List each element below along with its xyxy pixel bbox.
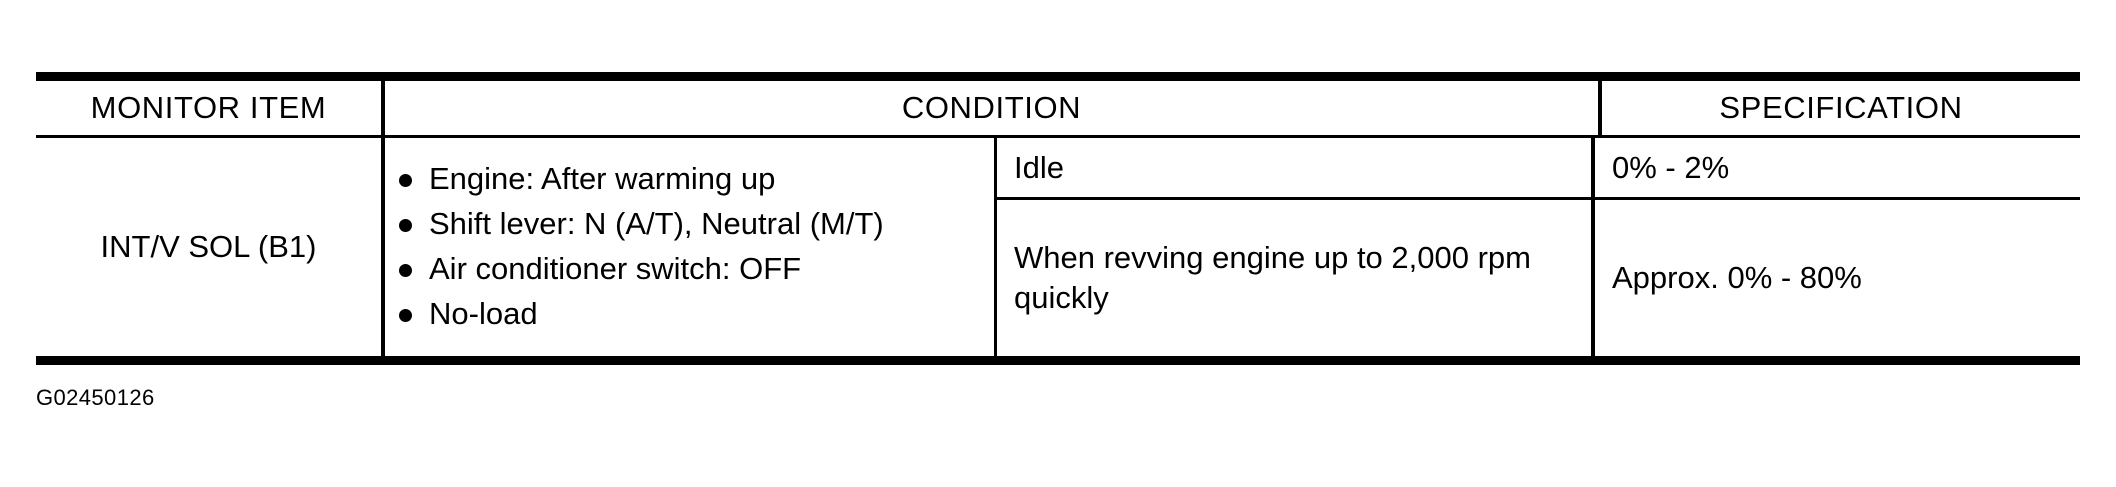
bullet-icon bbox=[399, 219, 412, 232]
column-header-condition: CONDITION bbox=[385, 81, 1602, 135]
figure-caption: G02450126 bbox=[36, 385, 155, 410]
bullet-icon bbox=[399, 309, 412, 322]
condition-text: No-load bbox=[429, 296, 538, 331]
list-item: Air conditioner switch: OFF bbox=[399, 246, 994, 291]
table-row: INT/V SOL (B1) Engine: After warming up … bbox=[36, 138, 2080, 356]
table-header-row: MONITOR ITEM CONDITION SPECIFICATION bbox=[36, 81, 2080, 138]
cell-condition-prerequisites: Engine: After warming up Shift lever: N … bbox=[385, 138, 997, 356]
condition-bullet-list: Engine: After warming up Shift lever: N … bbox=[399, 156, 994, 336]
cell-measurement-condition: Idle bbox=[997, 138, 1595, 197]
condition-text: Shift lever: N (A/T), Neutral (M/T) bbox=[429, 206, 884, 241]
measurement-row-revving: When revving engine up to 2,000 rpm quic… bbox=[997, 200, 2080, 356]
cell-specification: Approx. 0% - 80% bbox=[1612, 260, 1862, 295]
monitor-item-specification-table: MONITOR ITEM CONDITION SPECIFICATION INT… bbox=[36, 72, 2080, 365]
measurement-stack: Idle 0% - 2% When revving engine up to 2… bbox=[997, 138, 2080, 356]
list-item: Engine: After warming up bbox=[399, 156, 994, 201]
list-item: Shift lever: N (A/T), Neutral (M/T) bbox=[399, 201, 994, 246]
condition-text: Engine: After warming up bbox=[429, 161, 776, 196]
table-grid: MONITOR ITEM CONDITION SPECIFICATION INT… bbox=[36, 81, 2080, 356]
condition-text: Air conditioner switch: OFF bbox=[429, 251, 802, 286]
cell-monitor-item: INT/V SOL (B1) bbox=[36, 138, 385, 356]
cell-specification: 0% - 2% bbox=[1612, 149, 1730, 185]
bullet-icon bbox=[399, 174, 412, 187]
column-header-monitor-item: MONITOR ITEM bbox=[36, 81, 385, 135]
list-item: No-load bbox=[399, 291, 994, 336]
column-header-specification: SPECIFICATION bbox=[1719, 90, 1963, 125]
cell-measurement-condition: When revving engine up to 2,000 rpm quic… bbox=[997, 200, 1595, 356]
measurement-row-idle: Idle 0% - 2% bbox=[997, 138, 2080, 200]
bullet-icon bbox=[399, 264, 412, 277]
